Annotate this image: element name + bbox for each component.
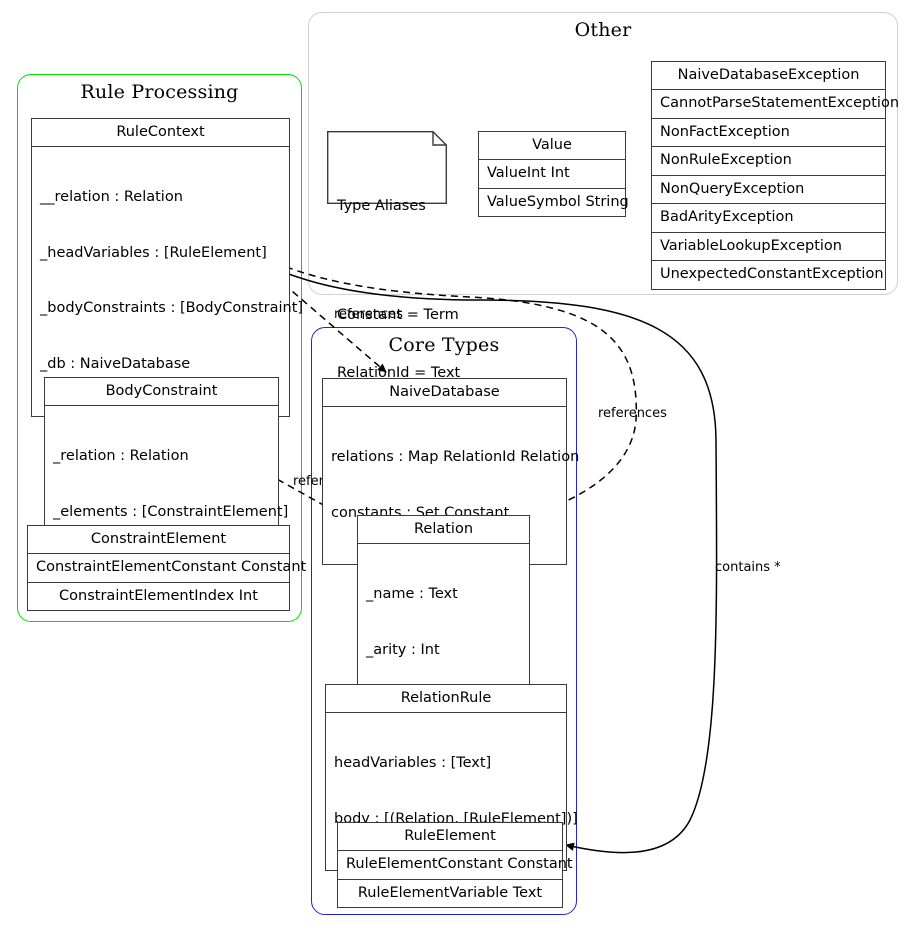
exception-row: NonFactException — [652, 119, 885, 148]
class-rulecontext-name: RuleContext — [32, 119, 289, 147]
edge-label-rulecontext-ruleelement: contains * — [715, 560, 781, 575]
attribute: _arity : Int — [366, 641, 440, 658]
note-type-aliases-line: Constant = Term — [337, 306, 459, 323]
attribute: _headVariables : [RuleElement] — [40, 244, 267, 261]
attribute: relations : Map RelationId Relation — [331, 449, 580, 466]
class-value-row: ValueSymbol String — [487, 193, 629, 210]
note-type-aliases-title: Type Aliases — [337, 197, 426, 214]
class-relationrule-name: RelationRule — [326, 685, 566, 713]
class-value-name: Value — [479, 132, 625, 160]
attribute: headVariables : [Text] — [334, 755, 492, 772]
attribute: _relation : Relation — [53, 448, 189, 465]
class-ruleelement-name: RuleElement — [338, 823, 562, 851]
attribute: _bodyConstraints : [BodyConstraint] — [40, 300, 304, 317]
package-other-title: Other — [574, 19, 632, 41]
class-constraintelement-row: ConstraintElementConstant Constant — [28, 554, 306, 583]
exception-row: BadArityException — [652, 204, 885, 233]
attribute: _db : NaiveDatabase — [40, 356, 191, 373]
edge-label-rulecontext-relation: references — [598, 406, 667, 421]
attribute: _elements : [ConstraintElement] — [53, 503, 289, 520]
exception-row: CannotParseStatementException — [652, 90, 899, 119]
class-bodyconstraint-name: BodyConstraint — [45, 378, 278, 406]
package-rule-processing-title: Rule Processing — [80, 81, 239, 103]
edge-label-rulecontext-naivedatabase: references — [334, 307, 403, 322]
class-bodyconstraint-attributes: _relation : Relation _elements : [Constr… — [45, 406, 289, 563]
class-constraintelement[interactable]: ConstraintElement ConstraintElementConst… — [27, 525, 306, 612]
note-shape — [327, 131, 447, 204]
class-rulecontext-attributes: __relation : Relation _headVariables : [… — [32, 147, 304, 416]
class-constraintelement-name: ConstraintElement — [28, 526, 289, 554]
class-naivedatabase-name: NaiveDatabase — [323, 379, 566, 407]
attribute: __relation : Relation — [40, 189, 183, 206]
class-ruleelement-row: RuleElementConstant Constant — [338, 851, 573, 880]
class-ruleelement-row: RuleElementVariable Text — [357, 884, 543, 901]
class-constraintelement-row: ConstraintElementIndex Int — [59, 587, 258, 604]
class-naivedatabaseexception-name: NaiveDatabaseException — [652, 62, 885, 90]
class-value[interactable]: Value ValueInt Int ValueSymbol String — [478, 131, 629, 218]
class-naivedatabaseexception[interactable]: NaiveDatabaseException CannotParseStatem… — [651, 61, 899, 290]
exception-row: VariableLookupException — [652, 233, 885, 262]
note-spacer — [337, 255, 437, 266]
attribute: _name : Text — [366, 586, 458, 603]
exception-row: UnexpectedConstantException — [660, 266, 884, 283]
class-ruleelement[interactable]: RuleElement RuleElementConstant Constant… — [337, 822, 573, 909]
class-rulecontext[interactable]: RuleContext __relation : Relation _headV… — [31, 118, 304, 417]
exception-row: NonRuleException — [652, 147, 885, 176]
class-relation-name: Relation — [358, 516, 529, 544]
note-type-aliases: Type Aliases Constant = Term RelationId … — [327, 131, 460, 381]
exception-row: NonQueryException — [652, 176, 885, 205]
class-value-row: ValueInt Int — [479, 160, 625, 189]
